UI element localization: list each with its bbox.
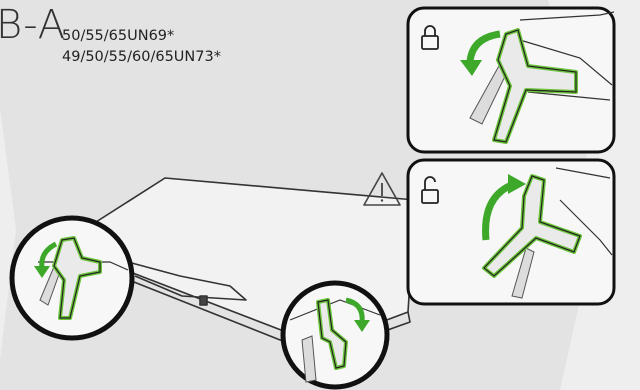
zoom-circle-left [12,218,132,338]
model-list: 50/55/65UN69* 49/50/55/60/65UN73* [62,26,221,68]
zoom-circle-right [283,283,387,387]
model-line-1: 50/55/65UN69* [62,26,221,47]
background-chevron-left [0,108,16,360]
detail-panel-unlocked [408,160,614,304]
detail-panel-locked [408,8,614,152]
step-label: B-A [0,2,66,48]
model-line-2: 49/50/55/60/65UN73* [62,47,221,68]
